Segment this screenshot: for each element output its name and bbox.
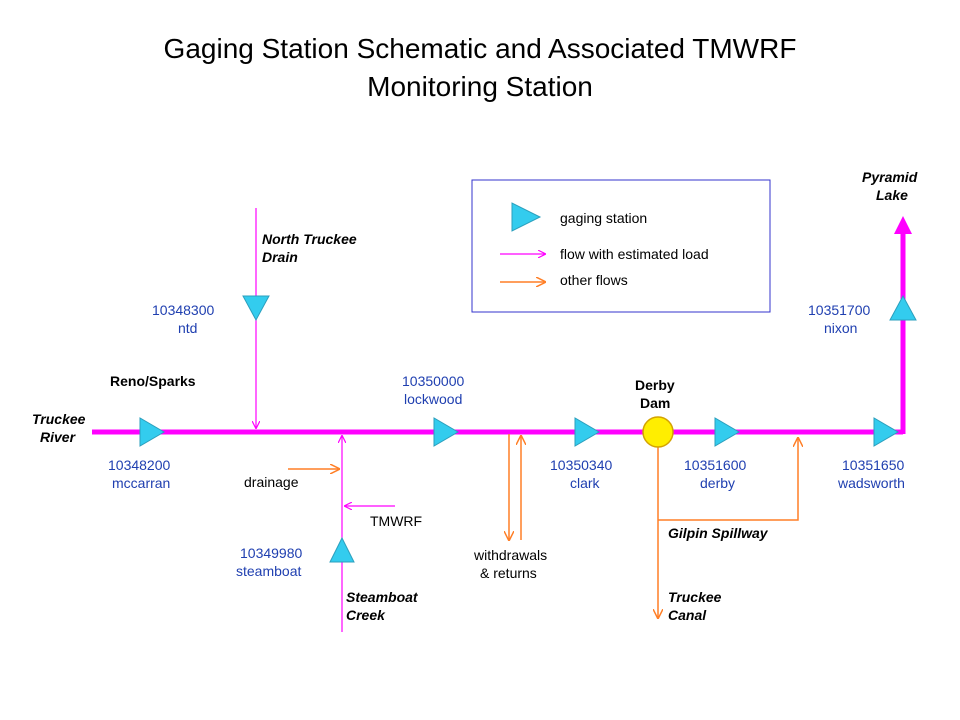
label-truckee-canal-1: Truckee (668, 589, 722, 605)
pyramid-lake-arrowhead (894, 216, 912, 234)
station-id-lockwood: 10350000 (402, 373, 465, 389)
station-name-lockwood: lockwood (404, 391, 462, 407)
label-truckee-river-2: River (40, 429, 77, 445)
legend-other-flow-label: other flows (560, 272, 628, 288)
station-id-clark: 10350340 (550, 457, 613, 473)
label-steamboat-creek-1: Steamboat (346, 589, 419, 605)
label-reno-sparks: Reno/Sparks (110, 373, 196, 389)
station-id-steamboat: 10349980 (240, 545, 303, 561)
station-marker-wadsworth (873, 417, 899, 447)
legend-station-icon (511, 202, 542, 232)
label-steamboat-creek-2: Creek (346, 607, 386, 623)
gilpin-spillway-line (658, 438, 798, 521)
station-name-steamboat: steamboat (236, 563, 301, 579)
station-name-derby: derby (700, 475, 735, 491)
station-marker-mccarran (139, 417, 165, 447)
title-line-2: Monitoring Station (367, 71, 593, 102)
legend: gaging station flow with estimated load … (471, 179, 771, 313)
station-marker-ntd (242, 295, 270, 322)
label-pyramid-lake-2: Lake (876, 187, 908, 203)
station-marker-lockwood (433, 417, 459, 447)
station-name-ntd: ntd (178, 320, 197, 336)
station-id-derby: 10351600 (684, 457, 747, 473)
title-line-1: Gaging Station Schematic and Associated … (163, 33, 797, 64)
station-name-clark: clark (570, 475, 601, 491)
station-marker-derby (714, 417, 740, 447)
diagram-title: Gaging Station Schematic and Associated … (0, 30, 960, 106)
label-truckee-river-1: Truckee (32, 411, 86, 427)
label-pyramid-lake-1: Pyramid (862, 169, 918, 185)
station-id-wadsworth: 10351650 (842, 457, 905, 473)
label-gilpin-spillway: Gilpin Spillway (668, 525, 769, 541)
label-withdrawals-2: & returns (480, 565, 537, 581)
station-marker-steamboat (329, 536, 355, 563)
station-id-nixon: 10351700 (808, 302, 871, 318)
label-tmwrf: TMWRF (370, 513, 422, 529)
station-name-nixon: nixon (824, 320, 857, 336)
label-derby-dam-1: Derby (635, 377, 675, 393)
station-marker-nixon (889, 294, 917, 321)
label-north-truckee-drain-2: Drain (262, 249, 298, 265)
station-name-mccarran: mccarran (112, 475, 170, 491)
legend-box (471, 179, 771, 313)
legend-estimated-flow-label: flow with estimated load (560, 246, 709, 262)
label-drainage: drainage (244, 474, 299, 490)
label-withdrawals-1: withdrawals (473, 547, 547, 563)
station-marker-clark (574, 417, 600, 447)
legend-station-label: gaging station (560, 210, 647, 226)
station-id-mccarran: 10348200 (108, 457, 171, 473)
label-north-truckee-drain-1: North Truckee (262, 231, 357, 247)
label-derby-dam-2: Dam (640, 395, 670, 411)
station-name-wadsworth: wadsworth (837, 475, 905, 491)
derby-dam-icon (642, 416, 674, 448)
label-truckee-canal-2: Canal (668, 607, 707, 623)
station-id-ntd: 10348300 (152, 302, 215, 318)
